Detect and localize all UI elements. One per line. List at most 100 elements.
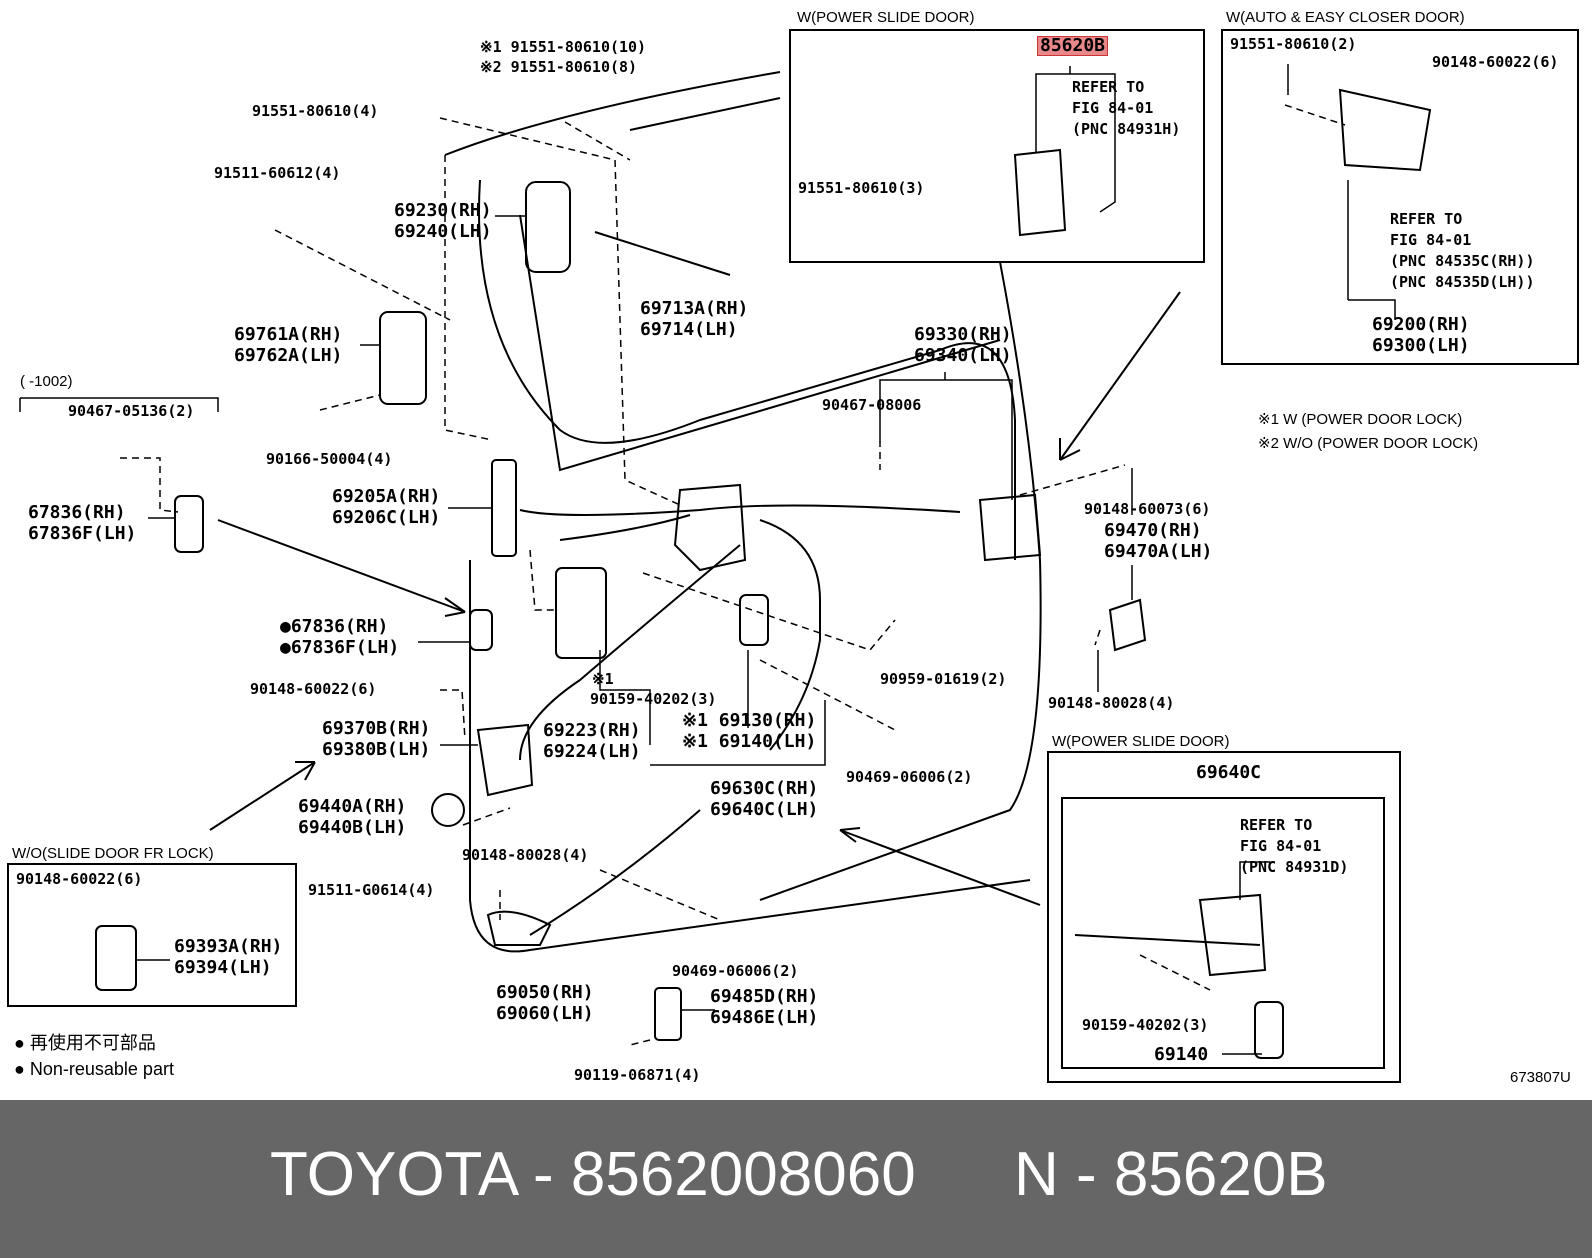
label-o1[interactable]: ※1 69130(RH) (682, 710, 817, 731)
lock-69393-part (95, 925, 137, 991)
inset-title-wo-slide: W/O(SLIDE DOOR FR LOCK) (12, 845, 214, 862)
handle-cover-part (379, 311, 427, 405)
label-h2[interactable]: 69206C(LH) (332, 507, 441, 528)
label-v1[interactable]: 69050(RH) (496, 982, 594, 1003)
arrow-right-low (839, 827, 1041, 906)
inset-bolt[interactable]: 91551-80610(3) (798, 179, 925, 197)
inset-wo-part-3[interactable]: 69394(LH) (174, 957, 272, 978)
dash-19 (629, 1039, 651, 1046)
label-a1[interactable]: ※1 91551-80610(10) (480, 38, 647, 56)
label-k3[interactable]: 69470A(LH) (1104, 541, 1213, 562)
label-r1[interactable]: 90469-06006(2) (846, 768, 973, 786)
dash-13 (599, 869, 721, 921)
label-s2[interactable]: 69640C(LH) (710, 799, 819, 820)
label-q2[interactable]: 69440B(LH) (298, 817, 407, 838)
inset-closer-part (1338, 88, 1432, 172)
label-c2[interactable]: 69240(LH) (394, 221, 492, 242)
label-d2[interactable]: 69714(LH) (640, 319, 738, 340)
dash-2 (439, 117, 681, 506)
inset-title-power-slide-bottom: W(POWER SLIDE DOOR) (1052, 733, 1230, 750)
dash-4 (274, 229, 451, 321)
bracket-69205-part (491, 459, 517, 557)
label-p1[interactable]: 90959-01619(2) (880, 670, 1007, 688)
inset-part-85620B[interactable]: 85620B (1037, 36, 1109, 56)
label-m1[interactable]: 90148-60022(6) (250, 680, 377, 698)
inset-auto-part-2[interactable]: 90148-60022(6) (1432, 53, 1559, 71)
leader-69223 (599, 650, 651, 745)
footer-bar: TOYOTA - 8562008060 N - 85620B (0, 1100, 1592, 1258)
label-q1[interactable]: 69440A(RH) (298, 796, 407, 817)
range-bracket (19, 397, 219, 412)
label-s1[interactable]: 69630C(RH) (710, 778, 819, 799)
label-v2[interactable]: 69060(LH) (496, 1003, 594, 1024)
rod-69713 (594, 231, 731, 276)
label-t1[interactable]: 91511-G0614(4) (308, 881, 435, 899)
dash-8 (642, 572, 896, 651)
inset-auto-main-rh[interactable]: 69200(RH) (1372, 314, 1470, 335)
label-n3[interactable]: 69223(RH) (543, 720, 641, 741)
inset-auto-main-lh[interactable]: 69300(LH) (1372, 335, 1470, 356)
label-e2[interactable]: 69762A(LH) (234, 345, 343, 366)
outside-handle-part (525, 181, 571, 273)
label-a2[interactable]: ※2 91551-80610(8) (480, 58, 638, 76)
label-l2[interactable]: ●67836F(LH) (280, 637, 400, 658)
cable-inner (559, 514, 691, 541)
label-o2[interactable]: ※1 69140(LH) (682, 731, 817, 752)
dash-1 (444, 155, 493, 441)
inset-bottom-part-1[interactable]: 90159-40202(3) (1082, 1016, 1209, 1034)
label-h1[interactable]: 69205A(RH) (332, 486, 441, 507)
actuator-part (739, 594, 769, 646)
label-m3[interactable]: 69380B(LH) (322, 739, 431, 760)
label-i1[interactable]: 69330(RH) (914, 324, 1012, 345)
parts-diagram: W(POWER SLIDE DOOR) 85620B REFER TO FIG … (7, 9, 1579, 1085)
label-i2[interactable]: 69340(LH) (914, 345, 1012, 366)
label-u1[interactable]: 90469-06006(2) (672, 962, 799, 980)
label-q3[interactable]: 90148-80028(4) (462, 846, 589, 864)
inset-wo-part-1[interactable]: 90148-60022(6) (16, 870, 143, 888)
label-d1[interactable]: 69713A(RH) (640, 298, 749, 319)
leader-69200 (1347, 180, 1396, 320)
label-f1[interactable]: 90467-05136(2) (68, 402, 195, 420)
inset-wo-part-2[interactable]: 69393A(RH) (174, 936, 283, 957)
door-window-outline (478, 179, 1016, 560)
inset-auto-part-1[interactable]: 91551-80610(2) (1230, 35, 1357, 53)
stopper-69440-part (431, 793, 465, 827)
center-lock-part (673, 483, 747, 572)
label-m2[interactable]: 69370B(RH) (322, 718, 431, 739)
label-b1[interactable]: 91551-80610(4) (252, 102, 379, 120)
label-g1[interactable]: 67836(RH) (28, 502, 126, 523)
label-f2[interactable]: 90166-50004(4) (266, 450, 393, 468)
inset-actuator-part (1254, 1001, 1284, 1059)
dash-5 (319, 394, 381, 411)
label-j1[interactable]: 90467-08006 (822, 396, 922, 414)
note-2: ※2 W/O (POWER DOOR LOCK) (1258, 435, 1479, 452)
inset-bottom-part-2[interactable]: 69140 (1154, 1044, 1209, 1065)
inset-inner-box (1061, 797, 1385, 1069)
label-g2[interactable]: 67836F(LH) (28, 523, 137, 544)
label-n2[interactable]: 90159-40202(3) (590, 690, 717, 708)
label-w2[interactable]: 69486E(LH) (710, 1007, 819, 1028)
label-x1[interactable]: 90119-06871(4) (574, 1066, 701, 1084)
label-p2[interactable]: 90148-80028(4) (1048, 694, 1175, 712)
dash-18 (1139, 954, 1211, 991)
label-c1[interactable]: 69230(RH) (394, 200, 492, 221)
inset-bottom-header[interactable]: 69640C (1196, 762, 1262, 783)
label-l1[interactable]: ●67836(RH) (280, 616, 389, 637)
label-n4[interactable]: 69224(LH) (543, 741, 641, 762)
inset-title-power-slide-top: W(POWER SLIDE DOOR) (797, 9, 975, 26)
label-e1[interactable]: 69761A(RH) (234, 324, 343, 345)
dash-3 (564, 121, 631, 161)
cable-loop-right (759, 519, 821, 751)
diagram-linework (7, 29, 1579, 1083)
label-w1[interactable]: 69485D(RH) (710, 986, 819, 1007)
inset-bottom-lock-part (1198, 893, 1267, 977)
label-k1[interactable]: 90148-60073(6) (1084, 500, 1211, 518)
inset-auto-refer-2: FIG 84-01 (1390, 231, 1472, 249)
label-k2[interactable]: 69470(RH) (1104, 520, 1202, 541)
legend-jp: ● 再使用不可部品 (14, 1033, 156, 1053)
cap-67836-part (469, 609, 493, 651)
label-b2[interactable]: 91511-60612(4) (214, 164, 341, 182)
dash-7 (529, 549, 556, 611)
striker-69470-part (1108, 598, 1147, 652)
inset-bottom-refer-3: (PNC 84931D) (1240, 858, 1349, 876)
